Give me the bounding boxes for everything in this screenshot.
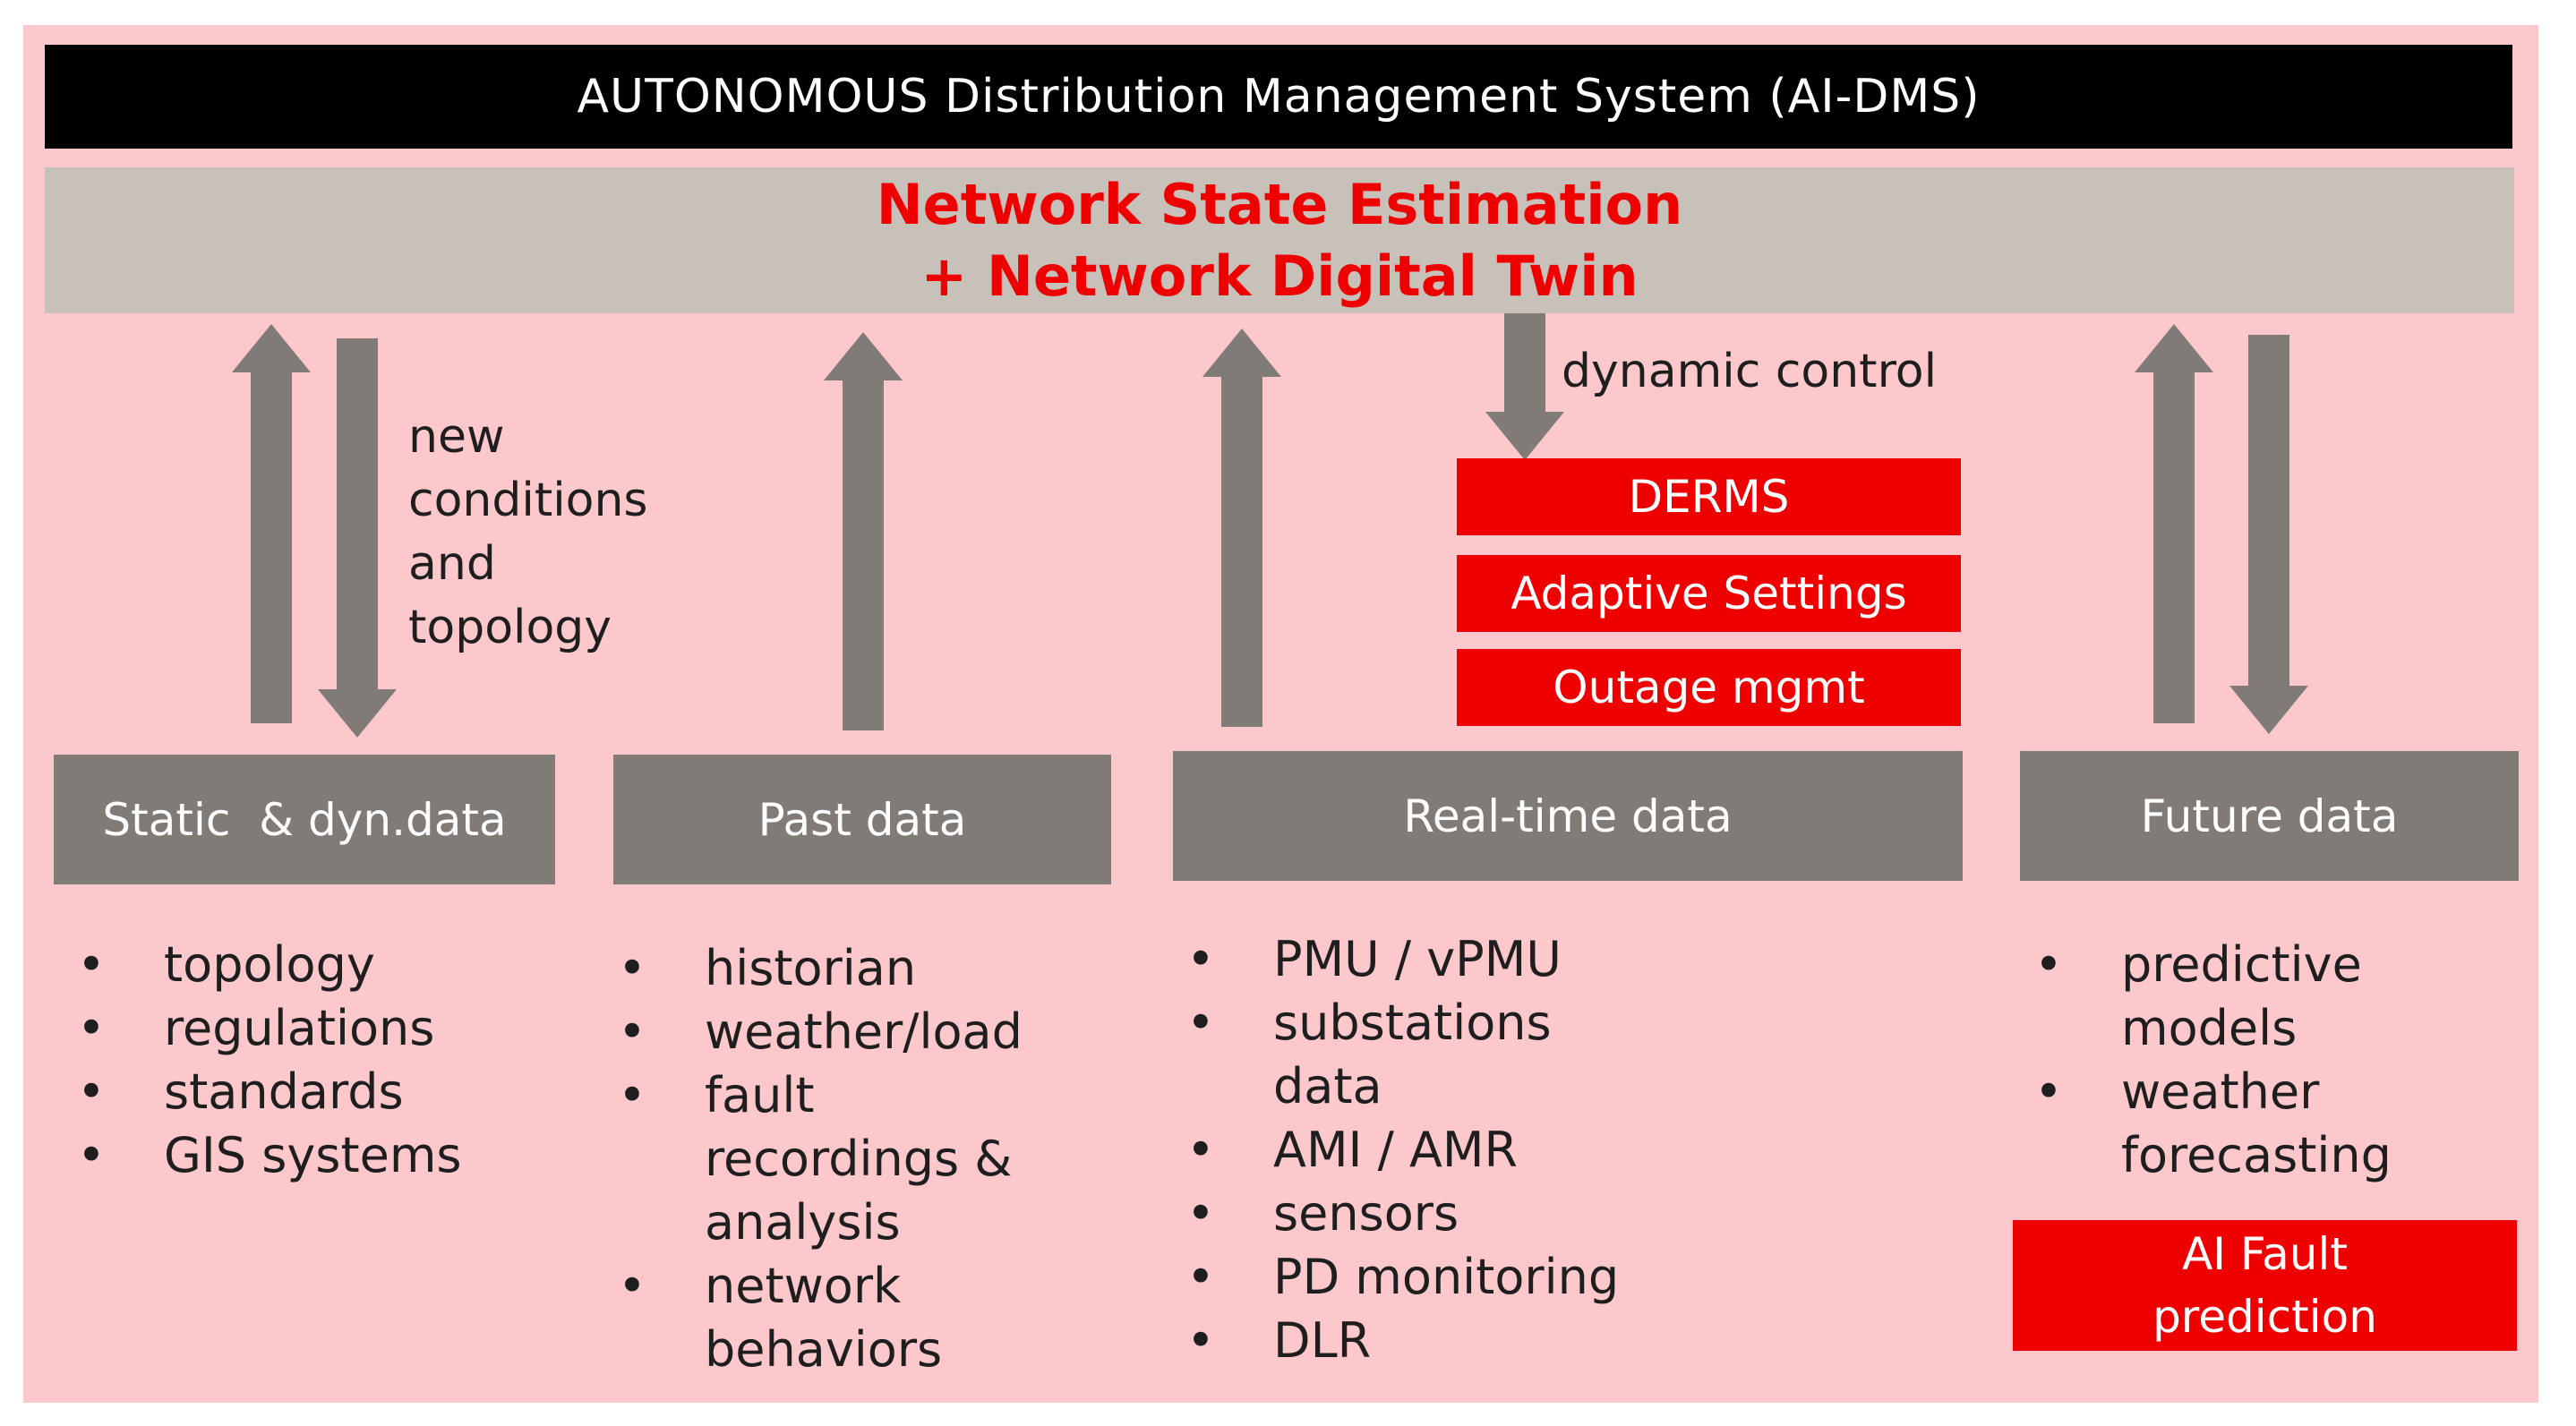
adaptive-settings-label: Adaptive Settings (1511, 568, 1907, 619)
item-text: data (1273, 1058, 1382, 1114)
new-conditions-label: new conditions and topology (408, 406, 648, 660)
list-item: • standards (77, 1060, 462, 1123)
list-item: • AMI / AMR (1186, 1118, 1619, 1182)
derms-box: DERMS (1457, 458, 1961, 535)
item-text: regulations (164, 1000, 435, 1056)
annotation-line: conditions (408, 474, 648, 527)
static-dyn-data-label: Static & dyn.data (102, 793, 507, 846)
item-text: analysis (705, 1194, 901, 1251)
bullet: • (618, 1258, 646, 1314)
item-text: forecasting (2121, 1127, 2392, 1183)
system-title-bar: AUTONOMOUS Distribution Management Syste… (45, 45, 2512, 149)
item-text: PD monitoring (1273, 1249, 1620, 1305)
up-arrow-realtime (1202, 329, 1281, 727)
up-arrow-static (232, 324, 311, 723)
item-text: weather (2121, 1063, 2320, 1120)
real-time-data-list: • PMU / vPMU • substations data • AMI / AM… (1186, 927, 1619, 1372)
bullet: • (1186, 1185, 1215, 1242)
bullet: • (77, 1000, 106, 1056)
item-text: sensors (1273, 1185, 1459, 1242)
estimation-line-1: Network State Estimation (876, 171, 1683, 237)
item-text: network (705, 1258, 902, 1314)
down-arrow-future (2229, 335, 2308, 734)
future-data-label: Future data (2140, 790, 2399, 842)
down-arrow-static (318, 338, 397, 738)
real-time-data-box: Real-time data (1173, 751, 1963, 881)
bullet: • (1186, 931, 1215, 987)
outage-mgmt-box: Outage mgmt (1457, 649, 1961, 726)
past-data-list: • historian • weather/load • fault recordi… (618, 936, 1023, 1381)
annotation-line: new (408, 410, 505, 464)
bullet: • (77, 1127, 106, 1183)
item-text: GIS systems (164, 1127, 462, 1183)
bullet: • (618, 1067, 646, 1123)
adaptive-settings-box: Adaptive Settings (1457, 555, 1961, 632)
bullet: • (1186, 1312, 1215, 1369)
future-data-box: Future data (2020, 751, 2519, 881)
system-title: AUTONOMOUS Distribution Management Syste… (577, 70, 1981, 124)
item-text: predictive (2121, 936, 2362, 993)
bullet: • (77, 936, 106, 993)
past-data-label: Past data (757, 793, 967, 846)
item-text: recordings & (705, 1131, 1013, 1187)
list-item: • predictive models (2034, 933, 2392, 1060)
real-time-data-label: Real-time data (1403, 790, 1733, 842)
static-dyn-data-box: Static & dyn.data (54, 755, 555, 884)
item-text: behaviors (705, 1321, 943, 1378)
list-item: • regulations (77, 996, 462, 1060)
item-text: historian (705, 940, 917, 996)
up-arrow-past (824, 332, 903, 730)
list-item: • historian (618, 936, 1023, 1000)
bullet: • (1186, 995, 1215, 1051)
list-item: • fault recordings & analysis (618, 1063, 1023, 1254)
bullet: • (618, 940, 646, 996)
list-item: • substations data (1186, 991, 1619, 1118)
item-text: standards (164, 1063, 404, 1120)
item-text: fault (705, 1067, 815, 1123)
future-data-list: • predictive models • weather forecastin… (2034, 933, 2392, 1187)
item-text: AMI / AMR (1273, 1122, 1519, 1178)
list-item: • network behaviors (618, 1254, 1023, 1381)
list-item: • DLR (1186, 1309, 1619, 1372)
bullet: • (2034, 936, 2063, 993)
list-item: • sensors (1186, 1182, 1619, 1245)
down-arrow-dynamic-control (1485, 313, 1564, 460)
ai-fault-line-1: AI Fault (2182, 1228, 2348, 1280)
bullet: • (77, 1063, 106, 1120)
up-arrow-future (2135, 324, 2213, 723)
item-text: PMU / vPMU (1273, 931, 1562, 987)
past-data-box: Past data (613, 755, 1111, 884)
bullet: • (618, 1003, 646, 1060)
network-state-estimation-bar: Network State Estimation + Network Digit… (45, 167, 2514, 313)
bullet: • (1186, 1249, 1215, 1305)
outage-mgmt-label: Outage mgmt (1553, 662, 1865, 713)
derms-label: DERMS (1628, 471, 1790, 523)
bullet: • (2034, 1063, 2063, 1120)
list-item: • weather forecasting (2034, 1060, 2392, 1187)
annotation-line: and (408, 537, 496, 591)
item-text: substations (1273, 995, 1552, 1051)
item-text: topology (164, 936, 375, 993)
item-text: weather/load (705, 1003, 1023, 1060)
list-item: • weather/load (618, 1000, 1023, 1063)
static-data-list: • topology • regulations • standards • GIS s… (77, 933, 462, 1187)
item-text: DLR (1273, 1312, 1372, 1369)
ai-fault-line-2: prediction (2152, 1291, 2377, 1343)
list-item: • GIS systems (77, 1123, 462, 1187)
dynamic-control-label: dynamic control (1562, 345, 1938, 398)
list-item: • PMU / vPMU (1186, 927, 1619, 991)
list-item: • PD monitoring (1186, 1245, 1619, 1309)
list-item: • topology (77, 933, 462, 996)
annotation-line: topology (408, 601, 612, 654)
bullet: • (1186, 1122, 1215, 1178)
estimation-line-2: + Network Digital Twin (920, 243, 1639, 309)
ai-fault-prediction-box: AI Fault prediction (2013, 1220, 2517, 1351)
item-text: models (2121, 1000, 2298, 1056)
